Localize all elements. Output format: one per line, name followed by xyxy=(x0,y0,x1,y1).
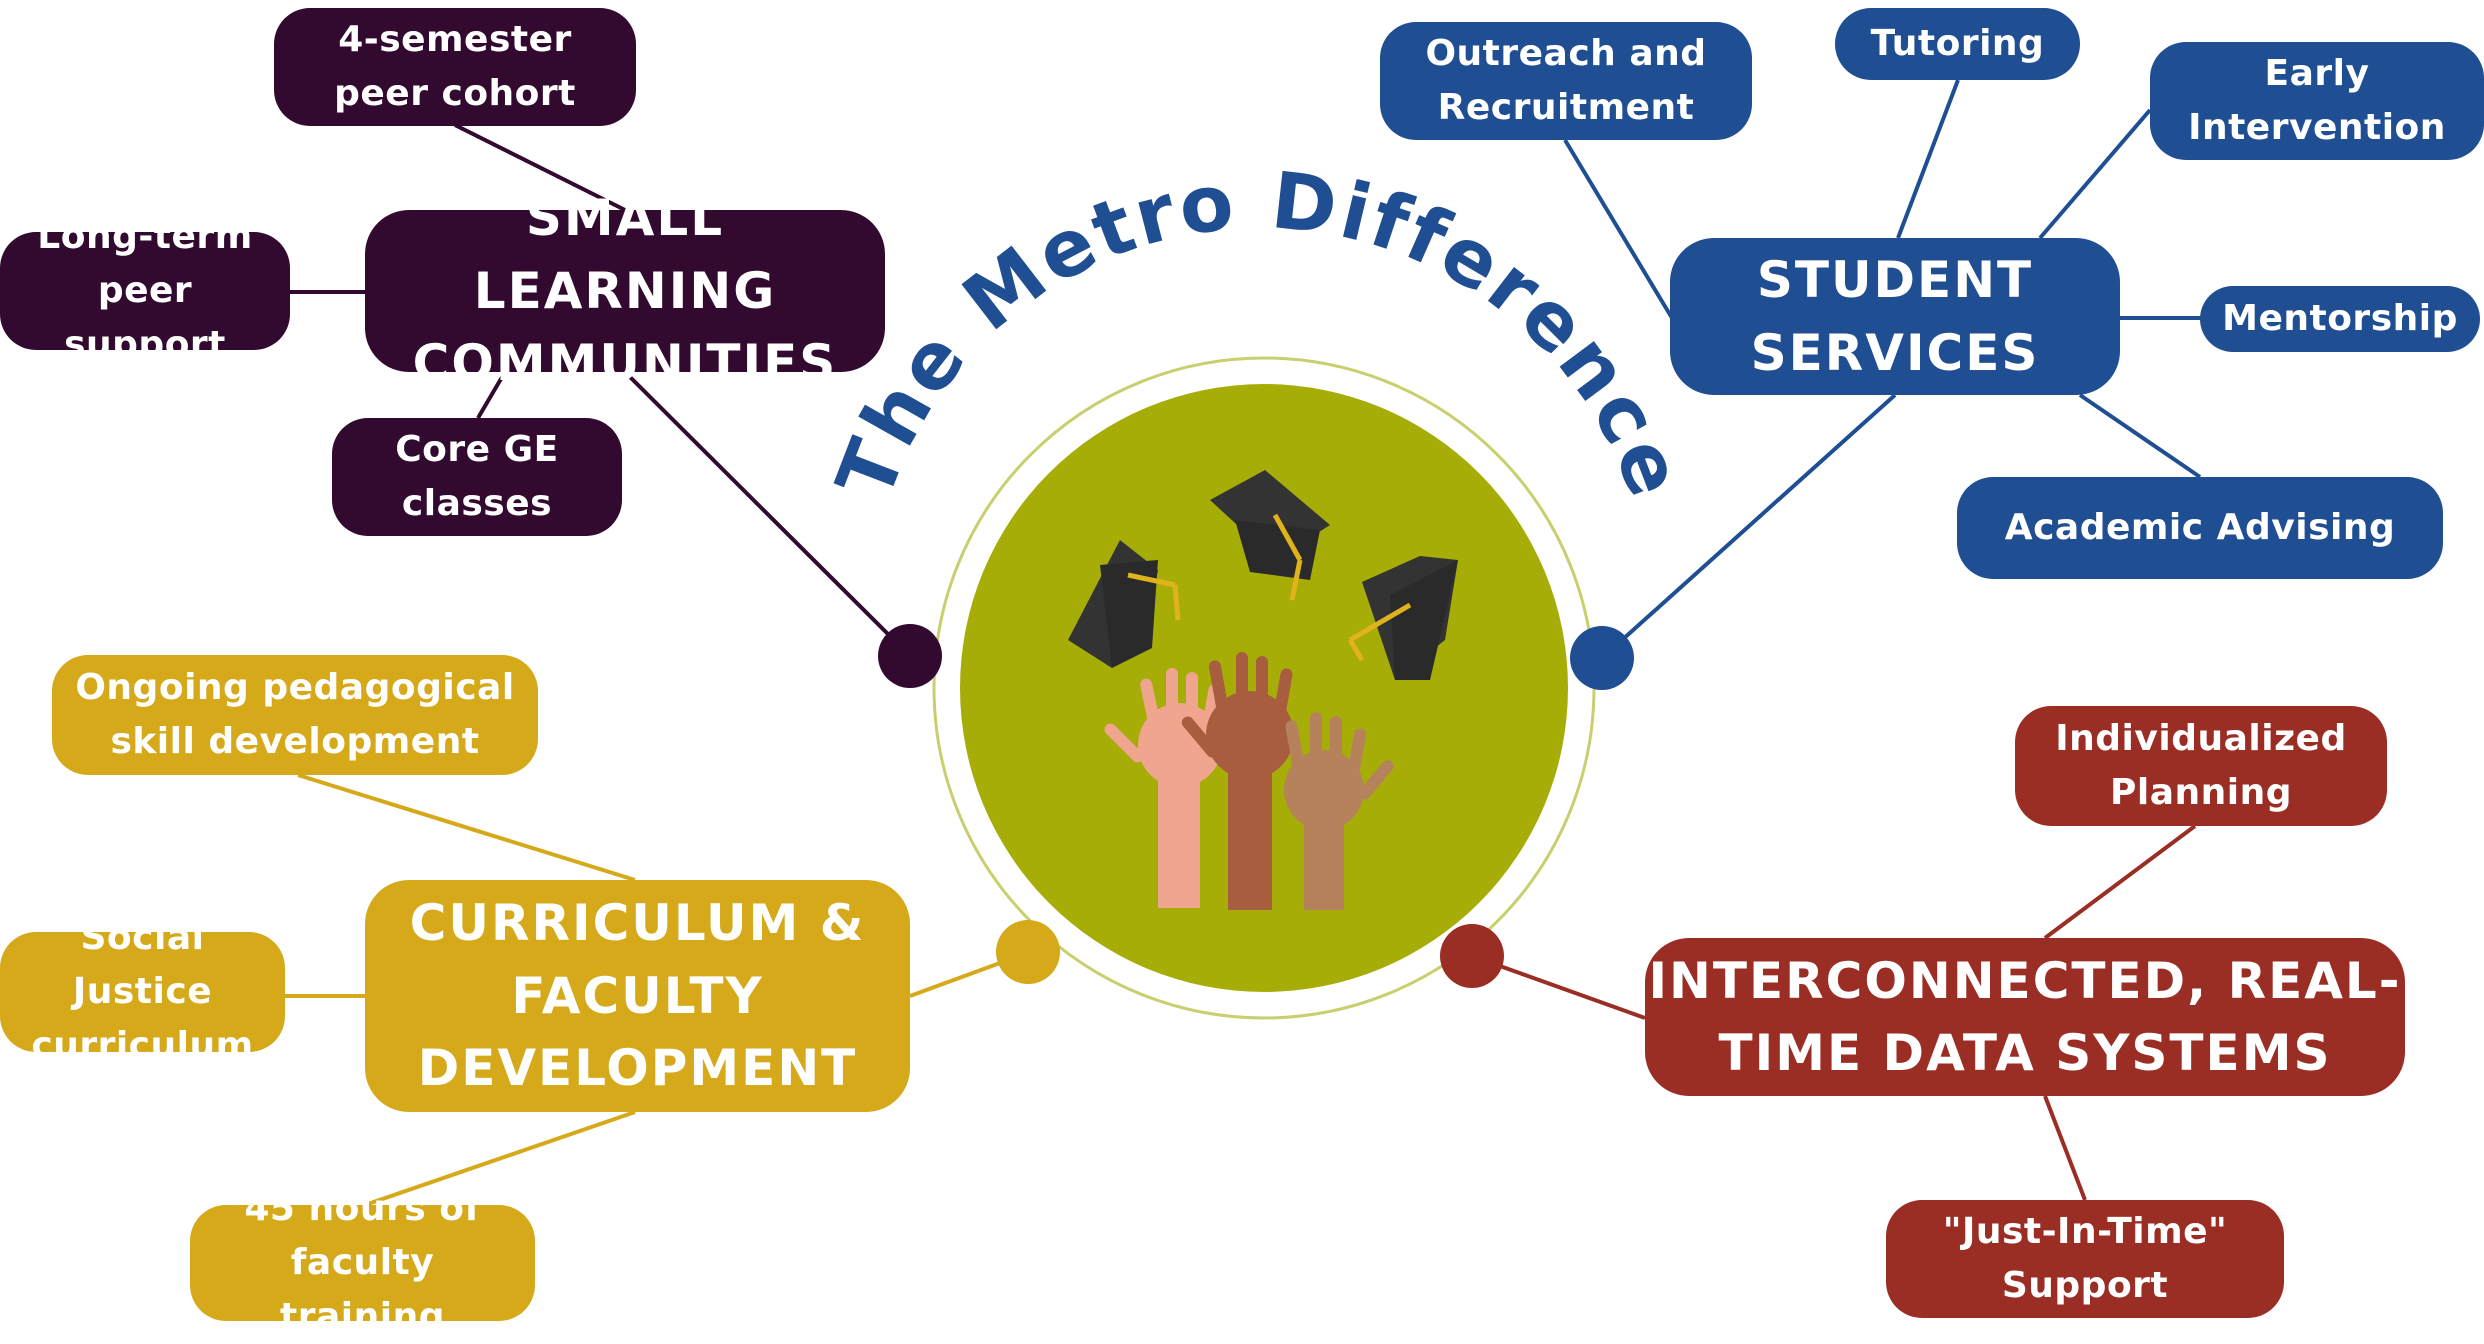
ss-item-outreach: Outreach and Recruitment xyxy=(1380,22,1752,140)
slc-item-peer-support-label: Long-term peer support xyxy=(37,216,253,365)
slc-item-cohort-label: 4-semester peer cohort xyxy=(334,19,576,114)
link-ss-early xyxy=(2038,108,2152,240)
ss-item-outreach-label: Outreach and Recruitment xyxy=(1425,33,1707,128)
ss-item-early-intervention-label: Early Intervention xyxy=(2188,53,2446,148)
ss-item-academic-advising: Academic Advising xyxy=(1957,477,2443,579)
ids-item-planning-label: Individualized Planning xyxy=(2055,718,2347,813)
raised-hand-medium-icon xyxy=(1181,652,1294,910)
link-slc-cohort xyxy=(454,123,626,212)
ss-item-early-intervention: Early Intervention xyxy=(2150,42,2484,160)
cfd-connector-dot xyxy=(996,920,1060,984)
raised-hand-tan-icon xyxy=(1284,712,1394,910)
ids-item-just-in-time: "Just-In-Time" Support xyxy=(1886,1200,2284,1318)
cfd-hub: CURRICULUM & FACULTY DEVELOPMENT xyxy=(365,880,910,1112)
raised-hand-light-icon xyxy=(1104,668,1222,908)
cfd-item-faculty-training: 45 hours of faculty training xyxy=(190,1188,535,1337)
link-ss-tutoring xyxy=(1896,79,1960,239)
slc-item-cohort: 4-semester peer cohort xyxy=(274,8,636,126)
slc-item-core-ge-label: Core GE classes xyxy=(395,429,559,524)
ss-hub: STUDENT SERVICES xyxy=(1670,238,2120,395)
ss-hub-label: STUDENT SERVICES xyxy=(1750,251,2040,382)
cfd-item-social-justice-label: Social Justice curriculum xyxy=(31,917,254,1066)
slc-item-peer-support: Long-term peer support xyxy=(0,216,290,365)
link-cfd-training xyxy=(364,1110,636,1207)
slc-hub: SMALL LEARNING COMMUNITIES xyxy=(365,189,885,392)
ids-hub: INTERCONNECTED, REAL-TIME DATA SYSTEMS xyxy=(1645,938,2405,1096)
ids-item-just-in-time-label: "Just-In-Time" Support xyxy=(1942,1211,2228,1306)
grad-cap-left-icon xyxy=(1068,540,1181,668)
link-ss-advising xyxy=(2078,393,2202,479)
grad-cap-right-icon xyxy=(1347,556,1458,680)
ss-connector-dot xyxy=(1570,626,1634,690)
link-ids-planning xyxy=(2043,824,2197,940)
ss-item-academic-advising-label: Academic Advising xyxy=(2004,507,2396,548)
ss-item-mentorship-label: Mentorship xyxy=(2222,298,2458,339)
ss-item-tutoring-label: Tutoring xyxy=(1870,23,2045,64)
grad-cap-middle-icon xyxy=(1210,470,1330,601)
link-slc-hub-dot xyxy=(623,370,912,658)
cfd-item-pedagogy-label: Ongoing pedagogical skill development xyxy=(75,667,515,762)
link-ss-outreach xyxy=(1563,138,1674,320)
link-slc-core-ge xyxy=(476,370,507,420)
slc-item-core-ge: Core GE classes xyxy=(332,418,622,536)
cfd-item-faculty-training-label: 45 hours of faculty training xyxy=(244,1188,481,1337)
cfd-item-social-justice: Social Justice curriculum xyxy=(0,917,285,1066)
ids-item-planning: Individualized Planning xyxy=(2015,706,2387,826)
ss-item-mentorship: Mentorship xyxy=(2200,286,2480,352)
slc-hub-label: SMALL LEARNING COMMUNITIES xyxy=(412,189,838,393)
cfd-hub-label: CURRICULUM & FACULTY DEVELOPMENT xyxy=(409,894,866,1098)
slc-connector-dot xyxy=(878,624,942,688)
link-ss-hub-dot xyxy=(1600,393,1897,660)
ids-connector-dot xyxy=(1440,924,1504,988)
cfd-item-pedagogy: Ongoing pedagogical skill development xyxy=(52,655,538,775)
link-cfd-pedagogy xyxy=(297,773,636,882)
ids-hub-label: INTERCONNECTED, REAL-TIME DATA SYSTEMS xyxy=(1648,951,2402,1083)
ss-item-tutoring: Tutoring xyxy=(1835,8,2080,80)
link-ids-jit xyxy=(2043,1095,2087,1201)
